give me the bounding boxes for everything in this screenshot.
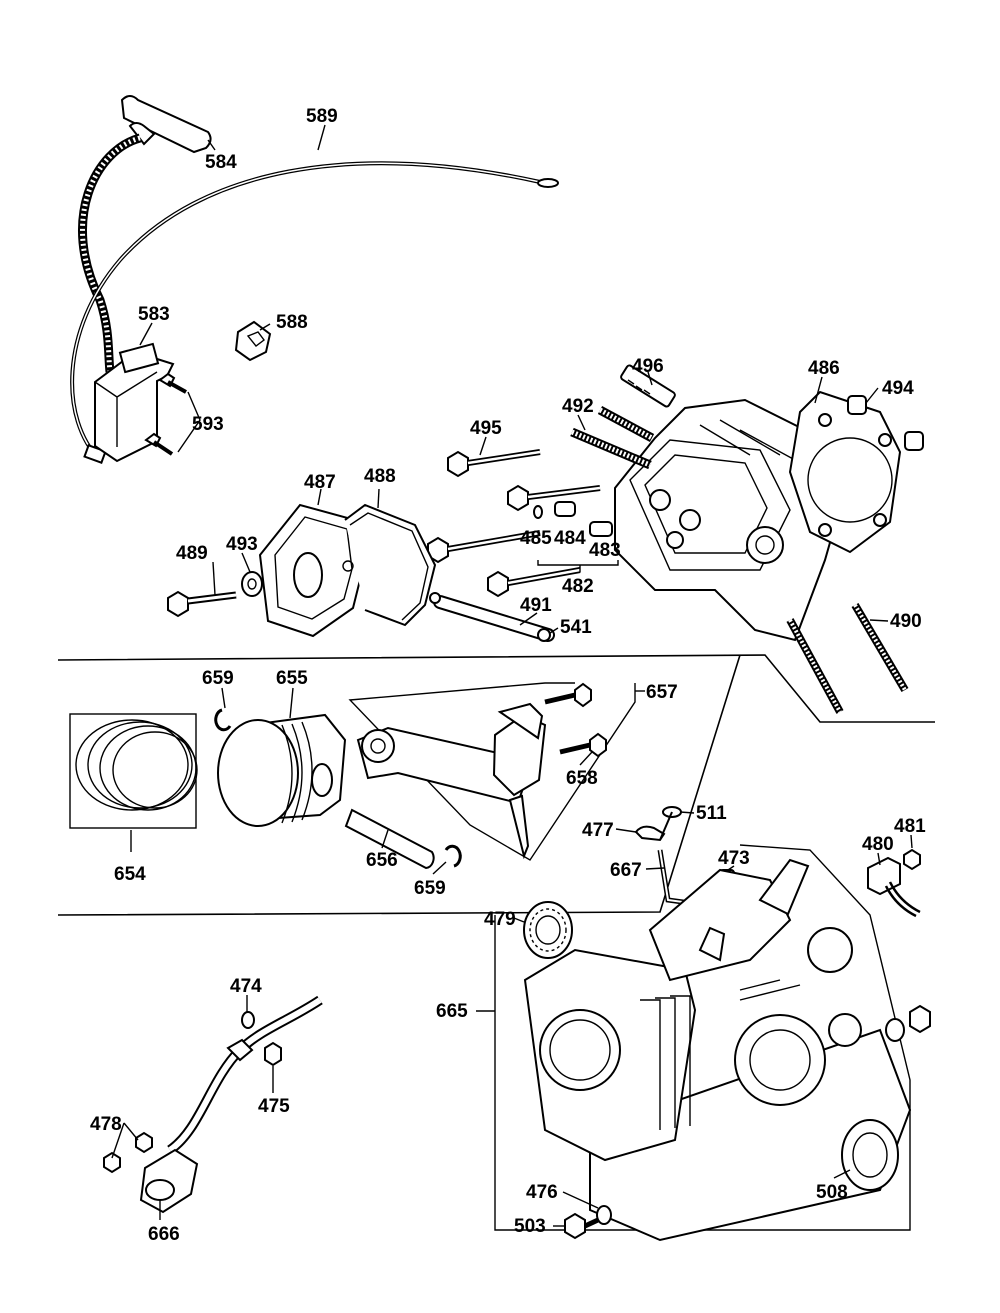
circlip-659-upper xyxy=(214,708,232,732)
screw-481 xyxy=(903,848,921,871)
label-659b: 659 xyxy=(414,878,446,899)
clip-541 xyxy=(537,628,551,642)
oil-sensor-480 xyxy=(867,856,921,918)
oil-seal-508 xyxy=(841,1119,899,1191)
label-481: 481 xyxy=(894,816,926,837)
label-589: 589 xyxy=(306,106,338,127)
valve-cover-gasket-488 xyxy=(344,503,437,627)
label-476: 476 xyxy=(526,1182,558,1203)
label-658: 658 xyxy=(566,768,598,789)
dowel-pins-494 xyxy=(847,395,924,451)
label-666: 666 xyxy=(148,1224,180,1245)
label-485: 485 xyxy=(520,528,552,549)
spark-plug-lead xyxy=(78,133,142,373)
cylinder-head xyxy=(614,398,847,642)
bolt-489 xyxy=(167,590,237,618)
bolt-495 xyxy=(447,449,541,478)
bearing-479 xyxy=(523,901,573,959)
piston-rings-654 xyxy=(69,713,198,829)
drain-plug-503 xyxy=(564,1212,600,1240)
coil-bolts-593 xyxy=(144,372,187,456)
valve-cover-487 xyxy=(258,503,365,638)
label-477: 477 xyxy=(582,820,614,841)
label-475: 475 xyxy=(258,1096,290,1117)
label-508: 508 xyxy=(816,1182,848,1203)
screws-478 xyxy=(103,1131,153,1174)
label-656: 656 xyxy=(366,850,398,871)
label-659a: 659 xyxy=(202,668,234,689)
leader-lines xyxy=(111,124,913,1227)
label-490: 490 xyxy=(890,611,922,632)
crankcase-665 xyxy=(494,844,912,1242)
label-654: 654 xyxy=(114,864,146,885)
label-483: 483 xyxy=(589,540,621,561)
label-488: 488 xyxy=(364,466,396,487)
label-487: 487 xyxy=(304,472,336,493)
washer-493 xyxy=(241,571,263,597)
label-541: 541 xyxy=(560,617,592,638)
breather-tube-491 xyxy=(429,592,555,642)
small-parts-485-484-483 xyxy=(533,501,613,537)
section-dividers xyxy=(57,654,935,916)
label-496: 496 xyxy=(632,356,664,377)
label-495: 495 xyxy=(470,418,502,439)
drain-plug-right xyxy=(885,1004,931,1042)
label-667: 667 xyxy=(610,860,642,881)
label-494: 494 xyxy=(882,378,914,399)
label-486: 486 xyxy=(808,358,840,379)
label-655: 655 xyxy=(276,668,308,689)
washer-474 xyxy=(241,1011,255,1029)
nut-475 xyxy=(264,1041,282,1067)
spark-plug-boot-584 xyxy=(120,95,212,154)
sensor-harness-666 xyxy=(139,995,323,1214)
head-gasket-486 xyxy=(788,390,902,554)
bolts-482 xyxy=(427,484,601,598)
label-491: 491 xyxy=(520,595,552,616)
label-503: 503 xyxy=(514,1216,546,1237)
circlip-659-lower xyxy=(444,844,462,868)
washer-476 xyxy=(596,1205,612,1225)
part-labels: 589 584 583 588 593 496 486 494 492 495 … xyxy=(90,106,926,1245)
label-665: 665 xyxy=(436,1001,468,1022)
label-478: 478 xyxy=(90,1114,122,1135)
label-584: 584 xyxy=(205,152,237,173)
label-484: 484 xyxy=(554,528,586,549)
label-473: 473 xyxy=(718,848,750,869)
head-studs-490 xyxy=(786,602,909,714)
label-593: 593 xyxy=(192,414,224,435)
label-482: 482 xyxy=(562,576,594,597)
label-480: 480 xyxy=(862,834,894,855)
label-489: 489 xyxy=(176,543,208,564)
piston-655 xyxy=(217,713,347,827)
connecting-rod-657 xyxy=(348,682,636,861)
label-474: 474 xyxy=(230,976,262,997)
label-511: 511 xyxy=(696,803,727,824)
label-583: 583 xyxy=(138,304,170,325)
spark-plug-496 xyxy=(620,364,676,408)
rod-bolts-658 xyxy=(544,682,607,758)
label-657: 657 xyxy=(646,682,678,703)
label-493: 493 xyxy=(226,534,258,555)
stud-492 xyxy=(570,406,655,470)
label-479: 479 xyxy=(484,909,516,930)
label-588: 588 xyxy=(276,312,308,333)
piston-pin-656 xyxy=(344,808,435,870)
label-492: 492 xyxy=(562,396,594,417)
bracket-588 xyxy=(234,320,272,362)
